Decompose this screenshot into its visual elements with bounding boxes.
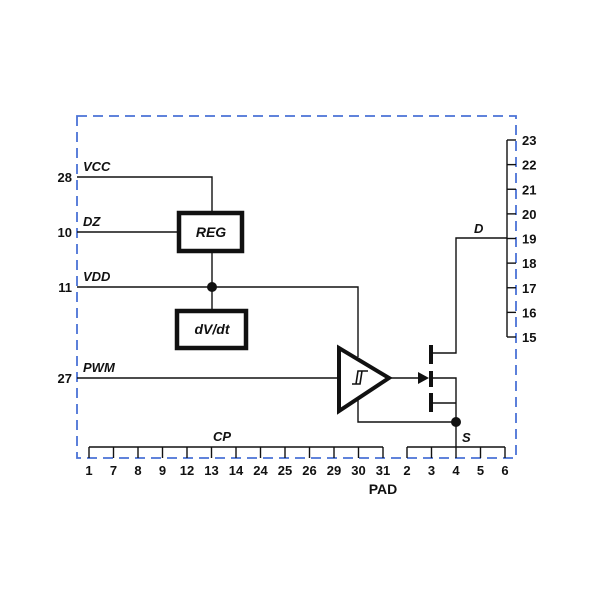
cp-pin-number: 24 <box>253 463 268 478</box>
reg-label: REG <box>196 224 226 240</box>
source-junction <box>451 417 461 427</box>
vcc-label: VCC <box>83 159 111 174</box>
schmitt-trigger-buffer <box>337 344 393 415</box>
source-pin-number: 5 <box>477 463 484 478</box>
hysteresis-icon <box>352 370 368 385</box>
cp-pin-number: 14 <box>229 463 244 478</box>
drain-pin-number: 19 <box>522 232 536 247</box>
cp-pin-number: 1 <box>85 463 92 478</box>
cp-pin-number: 9 <box>159 463 166 478</box>
pin-10-number: 10 <box>58 225 72 240</box>
drain-pin-number: 16 <box>522 305 536 320</box>
vdd-junction <box>207 282 217 292</box>
drain-pin-number: 23 <box>522 133 536 148</box>
drain-label: D <box>474 221 484 236</box>
cp-pin-number: 29 <box>327 463 341 478</box>
pin-27-number: 27 <box>58 371 72 386</box>
pad-label: PAD <box>369 481 398 497</box>
cp-pin-number: 25 <box>278 463 292 478</box>
vcc-wire <box>77 176 213 212</box>
vdd-label: VDD <box>83 269 111 284</box>
drain-pin-number: 18 <box>522 256 536 271</box>
drain-pin-number: 22 <box>522 158 536 173</box>
cp-pin-number: 13 <box>204 463 218 478</box>
cp-pin-number: 30 <box>351 463 365 478</box>
source-pin-number: 4 <box>452 463 460 478</box>
drain-wire <box>431 237 507 354</box>
drain-pin-number: 20 <box>522 207 536 222</box>
cp-pin-number: 7 <box>110 463 117 478</box>
comparator-ground-wire <box>357 400 456 423</box>
cp-label: CP <box>213 429 231 444</box>
cp-pin-number: 12 <box>180 463 194 478</box>
vdd-wire <box>77 286 359 357</box>
reg-block <box>176 210 245 254</box>
pin-28-number: 28 <box>58 170 72 185</box>
drain-pin-number: 17 <box>522 281 536 296</box>
dz-label: DZ <box>83 214 101 229</box>
drain-pin-number: 15 <box>522 330 536 345</box>
source-pin-number: 6 <box>501 463 508 478</box>
source-wire <box>431 377 457 447</box>
pin-11-number: 11 <box>58 280 72 295</box>
cp-pin-number: 26 <box>302 463 316 478</box>
dvdt-label: dV/dt <box>195 321 231 337</box>
package-boundary <box>76 115 517 459</box>
source-pin-number: 2 <box>403 463 410 478</box>
cp-pin-number: 8 <box>134 463 141 478</box>
source-pin-number: 3 <box>428 463 435 478</box>
cp-pin-number: 31 <box>376 463 390 478</box>
source-label: S <box>462 430 471 445</box>
dvdt-block <box>174 308 249 351</box>
arrow-icon <box>418 372 429 384</box>
drain-pin-number: 21 <box>522 182 536 197</box>
pwm-label: PWM <box>83 360 116 375</box>
